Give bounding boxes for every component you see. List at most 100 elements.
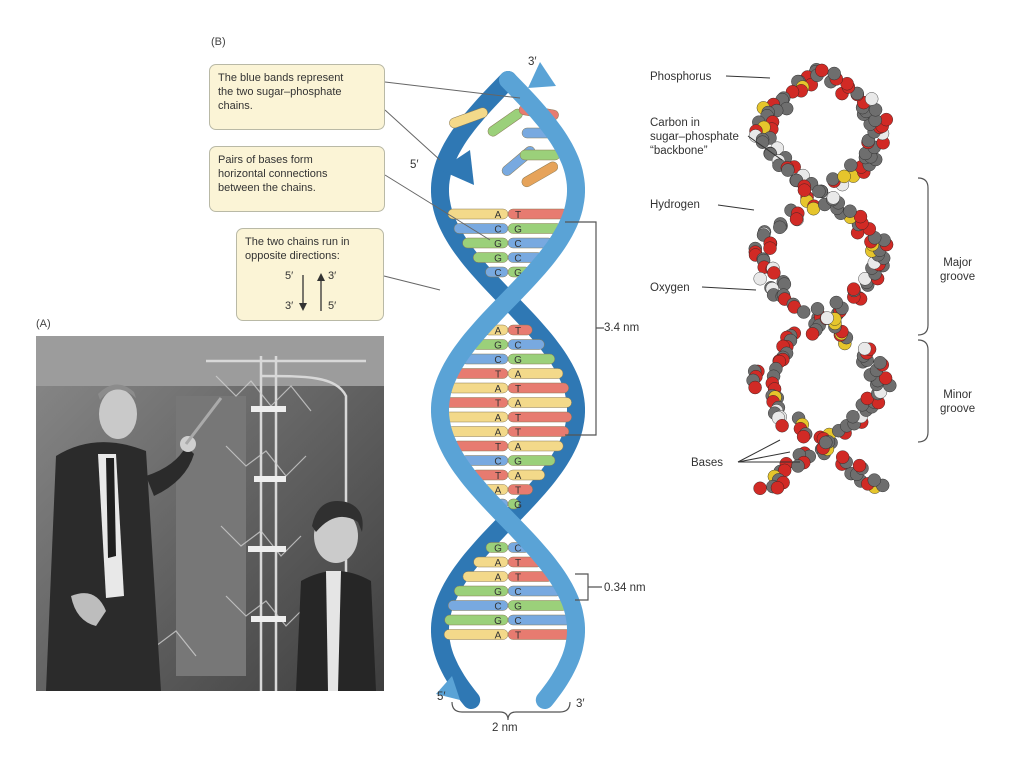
base-letter: T	[515, 631, 521, 642]
base-letter: G	[494, 239, 502, 250]
atom	[796, 430, 811, 444]
atom	[843, 204, 857, 218]
atom	[873, 356, 887, 370]
base-letter: A	[515, 442, 522, 453]
base-letter: A	[495, 413, 502, 424]
sugar-phosphate-chain-front	[431, 71, 585, 709]
direction-right-bottom: 5′	[328, 300, 337, 312]
base-letter: T	[515, 573, 521, 584]
label-phosphorus: Phosphorus	[650, 71, 712, 83]
base-letter: C	[514, 616, 521, 627]
callout-leader-line	[384, 174, 491, 241]
base-letter: A	[495, 558, 502, 569]
atom	[827, 66, 841, 81]
panel-b-label: (B)	[211, 36, 226, 48]
label-carbon-line: sugar–phosphate	[650, 131, 739, 143]
panel-a-label: (A)	[36, 318, 51, 330]
atom	[763, 241, 777, 255]
label-oxygen: Oxygen	[650, 282, 690, 294]
direction-left-top: 5′	[285, 270, 294, 282]
base-letter: A	[515, 471, 522, 482]
atom	[791, 459, 805, 473]
label-minor-groove: Minor groove	[940, 388, 975, 416]
atom	[847, 282, 861, 296]
base-letter: T	[495, 399, 501, 410]
atom	[846, 410, 860, 424]
measure-base-spacing: 0.34 nm	[604, 582, 646, 594]
label-major-line: Major	[943, 257, 972, 269]
base-G	[507, 353, 555, 365]
atom	[865, 92, 879, 106]
base-letter: T	[515, 210, 521, 221]
direction-arrows-icon	[299, 273, 325, 311]
measure-helix-turn: 3.4 nm	[604, 322, 640, 334]
base-letter: A	[495, 326, 502, 337]
atom	[853, 209, 868, 224]
base-letter: C	[494, 268, 501, 279]
base-letter: G	[514, 457, 522, 468]
base-G	[507, 498, 520, 510]
atom	[836, 450, 850, 464]
base-letter: T	[515, 413, 521, 424]
callout-pairs-line: between the chains.	[218, 182, 316, 194]
base-letter: T	[515, 428, 521, 439]
atom	[773, 220, 787, 235]
callout-sugar-line: chains.	[218, 100, 253, 112]
atom	[858, 342, 872, 356]
bracket-minor-groove	[917, 339, 929, 443]
atom	[867, 473, 881, 487]
atom	[781, 163, 795, 177]
label-leader-line	[737, 439, 781, 463]
label-major-line: groove	[940, 271, 976, 283]
atom	[753, 481, 767, 495]
callout-sugar-phosphate: The blue bands represent the two sugar–p…	[209, 64, 385, 130]
base-A	[507, 469, 546, 481]
base-A	[507, 397, 572, 408]
atom	[852, 458, 867, 473]
atom	[775, 419, 789, 433]
base-letter: A	[495, 428, 502, 439]
base-T	[507, 411, 572, 423]
base-letter: A	[495, 384, 502, 395]
base-A	[507, 440, 564, 452]
base-letter: T	[495, 370, 501, 381]
direction-right-top: 3′	[328, 270, 337, 282]
atom	[826, 191, 840, 205]
base-letter: C	[514, 341, 521, 352]
base-letter: A	[495, 486, 502, 497]
atom	[826, 172, 840, 186]
atom	[789, 212, 804, 226]
callout-direction-line: opposite directions:	[245, 250, 340, 262]
atom	[829, 295, 843, 310]
callout-pairs-line: horizontal connections	[218, 168, 328, 180]
base-letter: T	[515, 558, 521, 569]
direction-left-bottom: 3′	[285, 300, 294, 312]
bracket-major-groove	[917, 177, 929, 336]
base-letter: G	[494, 341, 502, 352]
base-letter: T	[515, 384, 521, 395]
base-letter: G	[514, 268, 522, 279]
base-letter: G	[514, 225, 522, 236]
base-letter: C	[514, 587, 521, 598]
atom	[820, 311, 834, 325]
label-minor-line: groove	[940, 403, 976, 415]
base-letter: A	[515, 370, 522, 381]
callout-leader-line	[384, 109, 441, 161]
label-carbon-backbone: Carbon in sugar–phosphate “backbone”	[650, 116, 739, 158]
callout-base-pairs: Pairs of bases form horizontal connectio…	[209, 146, 385, 212]
base-G	[507, 455, 556, 466]
base-letter: A	[495, 210, 502, 221]
chain-arrow-bottom	[436, 676, 460, 700]
atom	[805, 327, 820, 341]
base-letter: C	[514, 544, 521, 555]
chain-start-left	[440, 150, 474, 185]
exploded-base	[449, 107, 488, 129]
atom	[767, 266, 781, 280]
atom	[797, 183, 812, 197]
label-leader-line	[737, 451, 791, 463]
label-leader-line	[717, 204, 755, 211]
label-leader-line	[701, 286, 757, 291]
base-letter: T	[515, 486, 521, 497]
base-A	[507, 368, 564, 379]
